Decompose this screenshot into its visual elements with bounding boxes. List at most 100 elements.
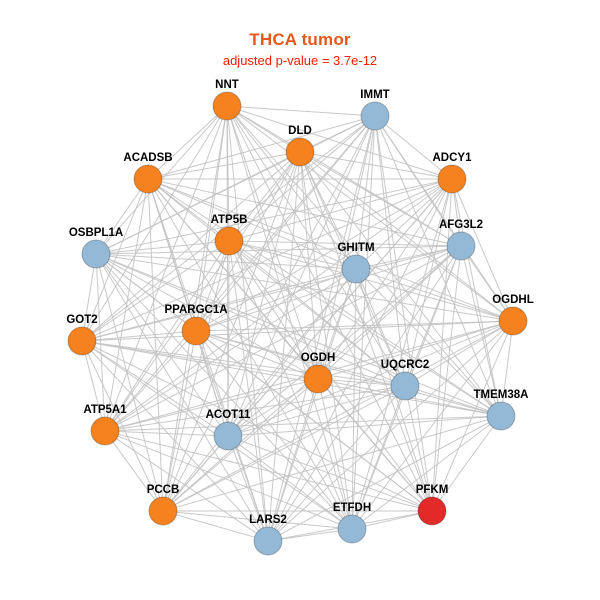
network-edge [104,430,433,512]
network-edge [81,105,228,342]
network-edge [227,320,514,437]
network-edge [226,105,406,387]
network-edge [162,330,197,512]
network-edge [81,340,106,432]
network-edge [104,430,269,542]
plot-title: THCA tumor [249,30,351,49]
network-edge [81,340,502,417]
node-label-ADCY1: ADCY1 [433,152,473,164]
network-edge [228,240,357,270]
plot-subtitle: adjusted p-value = 3.7e-12 [222,53,378,68]
network-edge [227,435,433,512]
network-edge [351,415,502,530]
network-edge [227,151,301,437]
network-edge [81,340,269,542]
node-label-OSBPL1A: OSBPL1A [69,227,123,239]
network-edge [355,178,453,270]
network-edge [228,240,502,417]
node-NNT [212,91,242,121]
network-edge [104,415,502,432]
network-edge [451,178,514,322]
node-IMMT [360,101,390,131]
network-edge [95,253,514,322]
network-edge [404,320,514,387]
network-edge [81,330,197,342]
network-edge [228,178,453,242]
network-edge [95,240,230,255]
node-label-ATP5B: ATP5B [211,214,248,226]
network-edge [95,253,229,437]
network-edge [404,385,502,417]
network-edge [162,415,502,512]
network-edge [226,105,433,512]
network-edge [104,151,301,432]
network-edge [81,340,164,512]
network-edge [374,115,406,387]
node-label-PFKM: PFKM [416,484,449,496]
network-edge [147,178,502,417]
network-edge [227,435,353,530]
network-edge [267,268,357,542]
network-edge [81,240,230,342]
network-edge [226,105,453,180]
network-edge [299,151,353,530]
network-edge [228,240,319,380]
network-edge [460,245,514,322]
node-label-OGDH: OGDH [301,352,336,364]
node-PCCB [148,496,178,526]
network-edge [95,245,462,255]
network-edge [317,378,406,387]
node-label-TMEM38A: TMEM38A [474,389,529,401]
network-edge [95,178,453,255]
network-edge [267,151,301,542]
network-edge [351,385,406,530]
network-edge [431,415,502,512]
network-edge [95,253,164,512]
node-ACOT11 [213,421,243,451]
network-edge [162,240,230,512]
network-edge [317,245,462,380]
node-label-ETFDH: ETFDH [333,502,371,514]
node-label-ACOT11: ACOT11 [206,409,251,421]
node-label-LARS2: LARS2 [249,514,287,526]
node-OGDHL [498,306,528,336]
node-ATP5A1 [90,416,120,446]
network-edge [104,385,406,432]
node-label-IMMT: IMMT [360,89,389,101]
edges-layer [81,105,514,542]
network-edge [162,320,514,512]
network-edge [81,151,301,342]
node-AFG3L2 [446,231,476,261]
network-edge [226,105,376,117]
node-label-DLD: DLD [288,125,312,137]
node-ADCY1 [437,164,467,194]
network-edge [227,240,230,437]
network-edge [162,385,406,512]
node-label-NNT: NNT [215,79,239,91]
network-edge [104,430,164,512]
network-edge [81,268,357,342]
network-edge [267,320,514,542]
network-edge [227,378,319,437]
network-edge [317,320,514,380]
node-label-GOT2: GOT2 [66,314,97,326]
network-edge [267,245,462,542]
network-edge [95,151,301,255]
network-edge [355,245,462,270]
network-edge [374,115,453,180]
network-edge [431,178,453,512]
network-edge [431,320,514,512]
node-label-OGDHL: OGDHL [492,294,534,306]
network-edge [147,151,301,180]
network-edge [299,151,433,512]
network-edge [227,115,376,437]
network-edge [95,253,357,270]
network-edge [227,385,406,437]
node-label-PCCB: PCCB [147,484,180,496]
network-edge [147,105,228,180]
network-edge [195,330,433,512]
network-edge [81,253,97,342]
